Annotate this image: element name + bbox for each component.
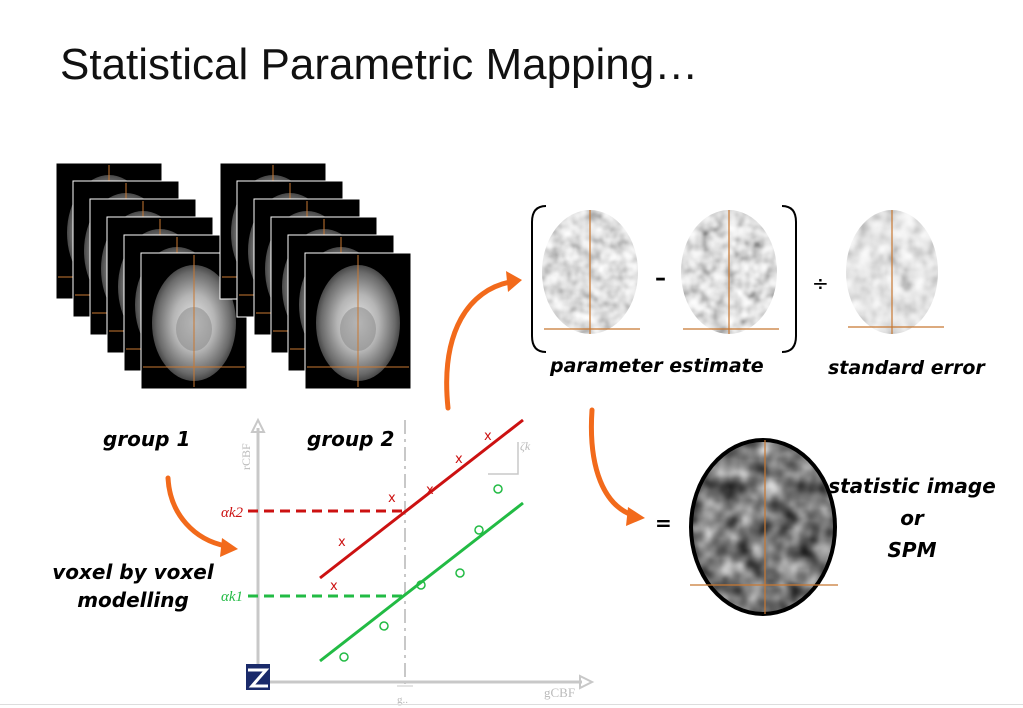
zeta-label: ζk — [520, 439, 531, 453]
standard-error-label: standard error — [828, 357, 985, 379]
y-axis-label: rCBF — [239, 443, 253, 470]
parameter-image-a — [538, 208, 643, 336]
arrow-to-parameter — [444, 279, 513, 411]
divide-sign: ÷ — [812, 271, 829, 295]
right-bracket — [781, 205, 797, 353]
arrow-to-statistic — [588, 407, 635, 518]
statistic-line-3: SPM — [887, 538, 937, 562]
x-axis-label: gCBF — [544, 685, 575, 700]
marker-x: x — [455, 452, 463, 467]
statistic-image — [689, 438, 838, 616]
group2-label: group 2 — [307, 427, 395, 451]
marker-x: x — [338, 535, 346, 550]
x-tick-label: g.. — [397, 694, 408, 706]
marker-x: x — [388, 491, 396, 506]
group2-image-stack — [219, 162, 412, 390]
voxel-line-1: voxel by voxel — [52, 560, 214, 584]
standard-error-image — [846, 210, 944, 334]
group1-label: group 1 — [103, 427, 191, 451]
statistic-line-1: statistic image — [828, 474, 996, 498]
equals-sign: = — [655, 511, 672, 535]
brain-slice — [304, 252, 412, 390]
regression-plot — [246, 417, 595, 690]
flow-arrows — [165, 279, 635, 549]
alpha-k1-label: αk1 — [221, 589, 243, 605]
red-markers: x x x x x x — [330, 429, 492, 594]
bottom-divider — [0, 704, 1023, 705]
left-bracket — [531, 205, 547, 353]
minus-sign: – — [655, 266, 666, 291]
voxel-modelling-label: voxel by voxel modelling — [38, 558, 228, 614]
parameter-estimate-label: parameter estimate — [550, 355, 764, 377]
arrow-to-modelling — [165, 475, 229, 549]
arrow-heads — [220, 271, 645, 557]
group1-image-stack — [55, 162, 248, 390]
voxel-line-2: modelling — [77, 588, 189, 612]
marker-x: x — [426, 483, 434, 498]
page-title: Statistical Parametric Mapping… — [60, 40, 699, 89]
marker-x: x — [330, 579, 338, 594]
parameter-image-b — [681, 210, 779, 334]
marker-x: x — [484, 429, 492, 444]
statistic-image-label: statistic image or SPM — [812, 470, 1012, 566]
alpha-k2-label: αk2 — [221, 505, 244, 521]
statistic-line-2: or — [900, 506, 924, 530]
